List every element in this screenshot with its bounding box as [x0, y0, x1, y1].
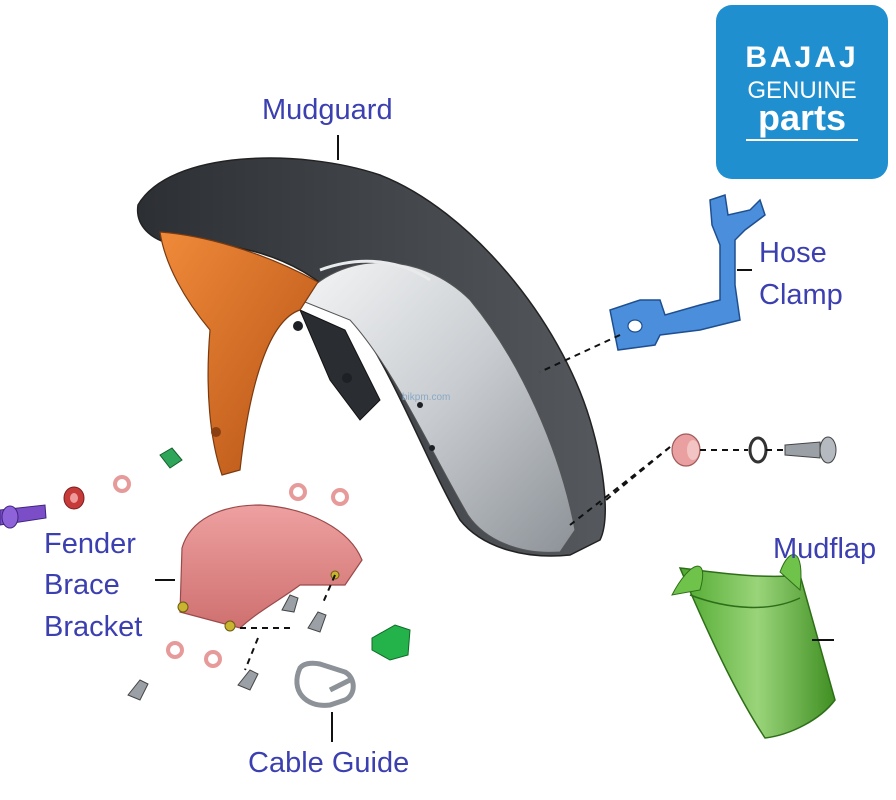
label-fender-line3: Bracket	[44, 611, 143, 643]
logo-parts-text: parts	[757, 97, 847, 138]
mudflap-part	[671, 554, 836, 739]
label-mudflap: Mudflap	[773, 533, 877, 565]
label-hose-clamp-line1: Hose	[759, 237, 827, 269]
label-fender-line2: Brace	[44, 569, 120, 601]
logo-genuine-text: GENUINE	[747, 77, 857, 104]
washers-fasteners	[0, 447, 411, 701]
grommet-screw-part	[671, 433, 837, 467]
hose-clamp-part	[609, 194, 766, 351]
bajaj-genuine-parts-logo: BAJAJ GENUINE parts	[716, 5, 888, 179]
mudguard-part	[136, 157, 606, 557]
fork-brace-part	[159, 231, 319, 476]
fender-bracket-part	[177, 504, 363, 632]
label-fender-line1: Fender	[44, 528, 136, 560]
label-mudguard: Mudguard	[262, 94, 393, 126]
dashed-assembly-lines	[240, 334, 786, 671]
logo-brand-text: BAJAJ	[745, 41, 859, 74]
logo-underline	[746, 139, 858, 141]
cable-guide-part	[294, 660, 356, 708]
label-hose-clamp-line2: Clamp	[759, 279, 843, 311]
label-cable-guide: Cable Guide	[248, 747, 410, 779]
watermark-text: bikpm.com	[402, 392, 451, 403]
leader-lines	[155, 135, 834, 742]
